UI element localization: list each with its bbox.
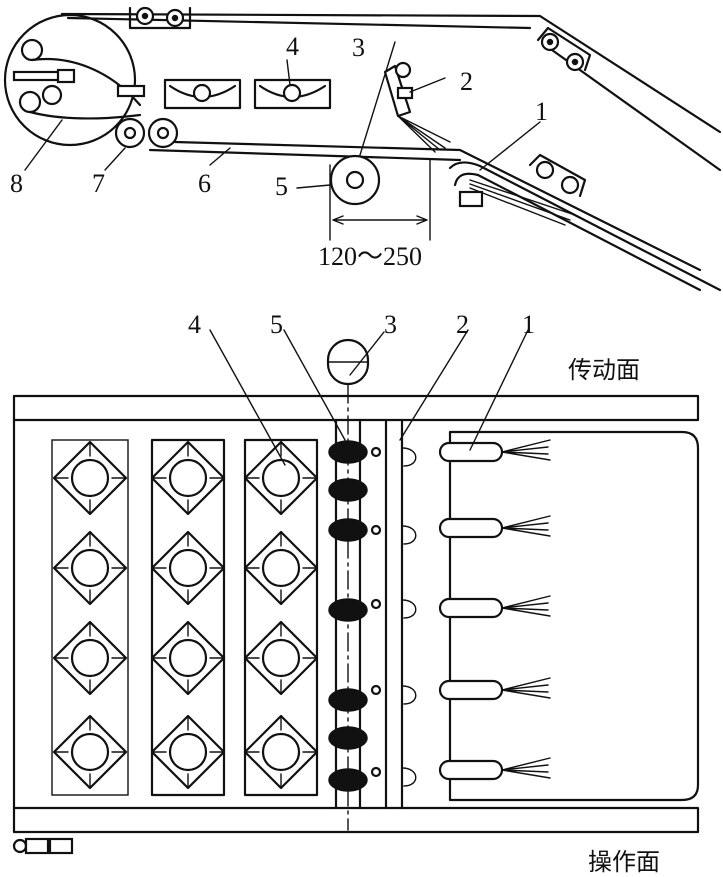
label-3-bottom: 3: [384, 310, 397, 339]
frame-bottom-bar: [12, 806, 700, 834]
upper-guide-rollers: [128, 6, 592, 72]
guide-plate: [448, 161, 722, 292]
roll-small-1: [20, 38, 44, 62]
blow-boxes: [163, 78, 332, 110]
hook-4: [370, 684, 417, 705]
plan-view: 4 5 3 2 1 传动面 操作面: [12, 310, 700, 876]
guide-roller-bracket: [528, 153, 587, 198]
black-roll-5: [328, 688, 368, 712]
roller-7b-core: [156, 126, 170, 140]
sheet-line-lower: [148, 148, 462, 162]
roll-bar: [12, 70, 66, 82]
drive-side-label: 传动面: [568, 356, 640, 384]
roll-block: [56, 68, 76, 84]
roll-right-block: [116, 84, 146, 98]
base-wheels: [12, 837, 74, 855]
sheet-line: [173, 140, 702, 272]
frame-right-panel: [448, 430, 700, 802]
blow-unit-c2-r4: [150, 714, 226, 790]
roller-5: [329, 154, 381, 206]
nozzle-2: [438, 515, 551, 539]
black-roll-6: [328, 726, 368, 750]
dimension-text: 120～250: [318, 242, 422, 271]
hook-1: [370, 446, 417, 467]
label-4-top: 4: [286, 32, 299, 61]
nozzle-4: [438, 677, 551, 701]
label-6-top: 6: [198, 169, 211, 198]
dim-arrow: [332, 215, 428, 225]
side-view: 120～250 1 2 3 4 5 6 7 8: [3, 6, 722, 292]
roller-5-core: [345, 170, 365, 190]
hook-3: [370, 598, 417, 619]
label-1-top: 1: [535, 97, 548, 126]
label-5-bottom: 5: [270, 310, 283, 339]
roller-7a: [114, 117, 146, 149]
operation-side-label: 操作面: [588, 848, 660, 876]
blow-unit-c3-r1: [243, 440, 319, 516]
black-roll-7: [328, 768, 368, 792]
blow-unit-c2-r1: [150, 440, 226, 516]
blow-unit-c2-r2: [150, 530, 226, 606]
blow-unit-c3-r3: [243, 620, 319, 696]
roll-small-3: [41, 84, 63, 106]
roll-lower-arc: [28, 110, 142, 120]
label-3-top: 3: [352, 33, 365, 62]
roll-small-2: [18, 90, 42, 114]
label-8-top: 8: [10, 169, 23, 198]
black-roll-2: [328, 478, 368, 502]
blow-unit-c1-r1: [52, 440, 128, 516]
label-4-bottom: 4: [188, 310, 201, 339]
black-roll-4: [328, 598, 368, 622]
label-5-top: 5: [275, 172, 288, 201]
frame-top-bar: [12, 394, 700, 422]
blow-unit-c1-r3: [52, 620, 128, 696]
hook-2: [370, 524, 417, 545]
blow-unit-c1-r2: [52, 530, 128, 606]
roller-7b: [147, 117, 179, 149]
guide-block: [458, 190, 484, 208]
guide-roller-b: [560, 175, 580, 195]
top-belt: [60, 12, 722, 134]
label-7-top: 7: [92, 169, 105, 198]
column-2-box: [150, 438, 226, 797]
nozzle-1: [438, 439, 551, 463]
label-2-bottom: 2: [456, 310, 469, 339]
nozzle-top: [383, 61, 451, 153]
blow-unit-c2-r3: [150, 620, 226, 696]
nozzle-3: [438, 595, 551, 619]
guide-hatch: [469, 179, 576, 226]
label-2-top: 2: [460, 67, 473, 96]
column-3-box: [243, 438, 319, 797]
blow-unit-c1-r4: [52, 714, 128, 790]
roller-7a-core: [123, 126, 137, 140]
guide-roller-a: [535, 160, 555, 180]
black-roll-3: [328, 518, 368, 542]
hook-5: [370, 766, 417, 787]
blow-unit-c3-r4: [243, 714, 319, 790]
column-1-box: [51, 439, 129, 796]
nozzle-5: [438, 757, 551, 781]
black-roll-1: [328, 440, 368, 464]
blow-unit-c3-r2: [243, 530, 319, 606]
guide-plate-inner: [453, 172, 702, 292]
label-1-bottom: 1: [522, 310, 535, 339]
